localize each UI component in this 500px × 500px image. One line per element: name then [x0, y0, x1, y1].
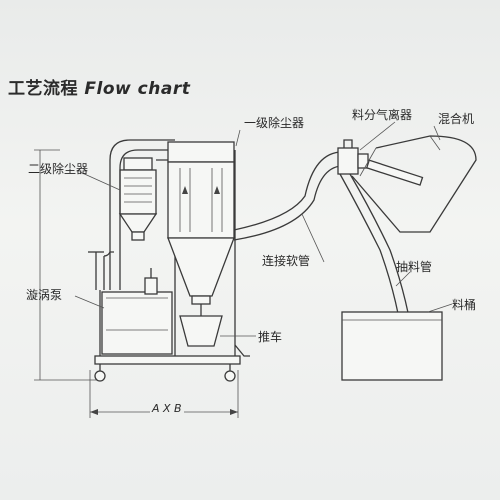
label-cart: 推车 — [258, 330, 283, 344]
separator — [337, 139, 424, 186]
label-leader-lines — [74, 121, 453, 337]
label-suction-pipe: 抽料管 — [396, 260, 433, 274]
label-bucket: 料桶 — [452, 298, 477, 312]
vortex-pump — [101, 268, 173, 355]
mixer — [351, 135, 477, 233]
bucket — [341, 311, 443, 381]
label-primary-dust-collector: 一级除尘器 — [244, 116, 305, 130]
diagram-title: 工艺流程 Flow chart — [8, 74, 190, 99]
label-secondary-dust-collector: 二级除尘器 — [28, 162, 89, 176]
cart-wheels — [94, 364, 236, 382]
label-separator: 料分气离器 — [352, 108, 413, 122]
label-mixer: 混合机 — [438, 112, 475, 126]
label-dimension: A X B — [150, 402, 184, 415]
primary-dust-collector — [167, 141, 235, 347]
connecting-hose — [233, 151, 347, 241]
height-dimension-line — [34, 149, 100, 381]
secondary-dust-collector — [118, 157, 158, 241]
label-vortex-pump: 漩涡泵 — [26, 288, 63, 302]
exhaust-pipe — [88, 251, 114, 290]
title-chinese: 工艺流程 — [8, 79, 78, 99]
title-english: Flow chart — [84, 79, 191, 99]
label-connecting-hose: 连接软管 — [262, 254, 311, 268]
